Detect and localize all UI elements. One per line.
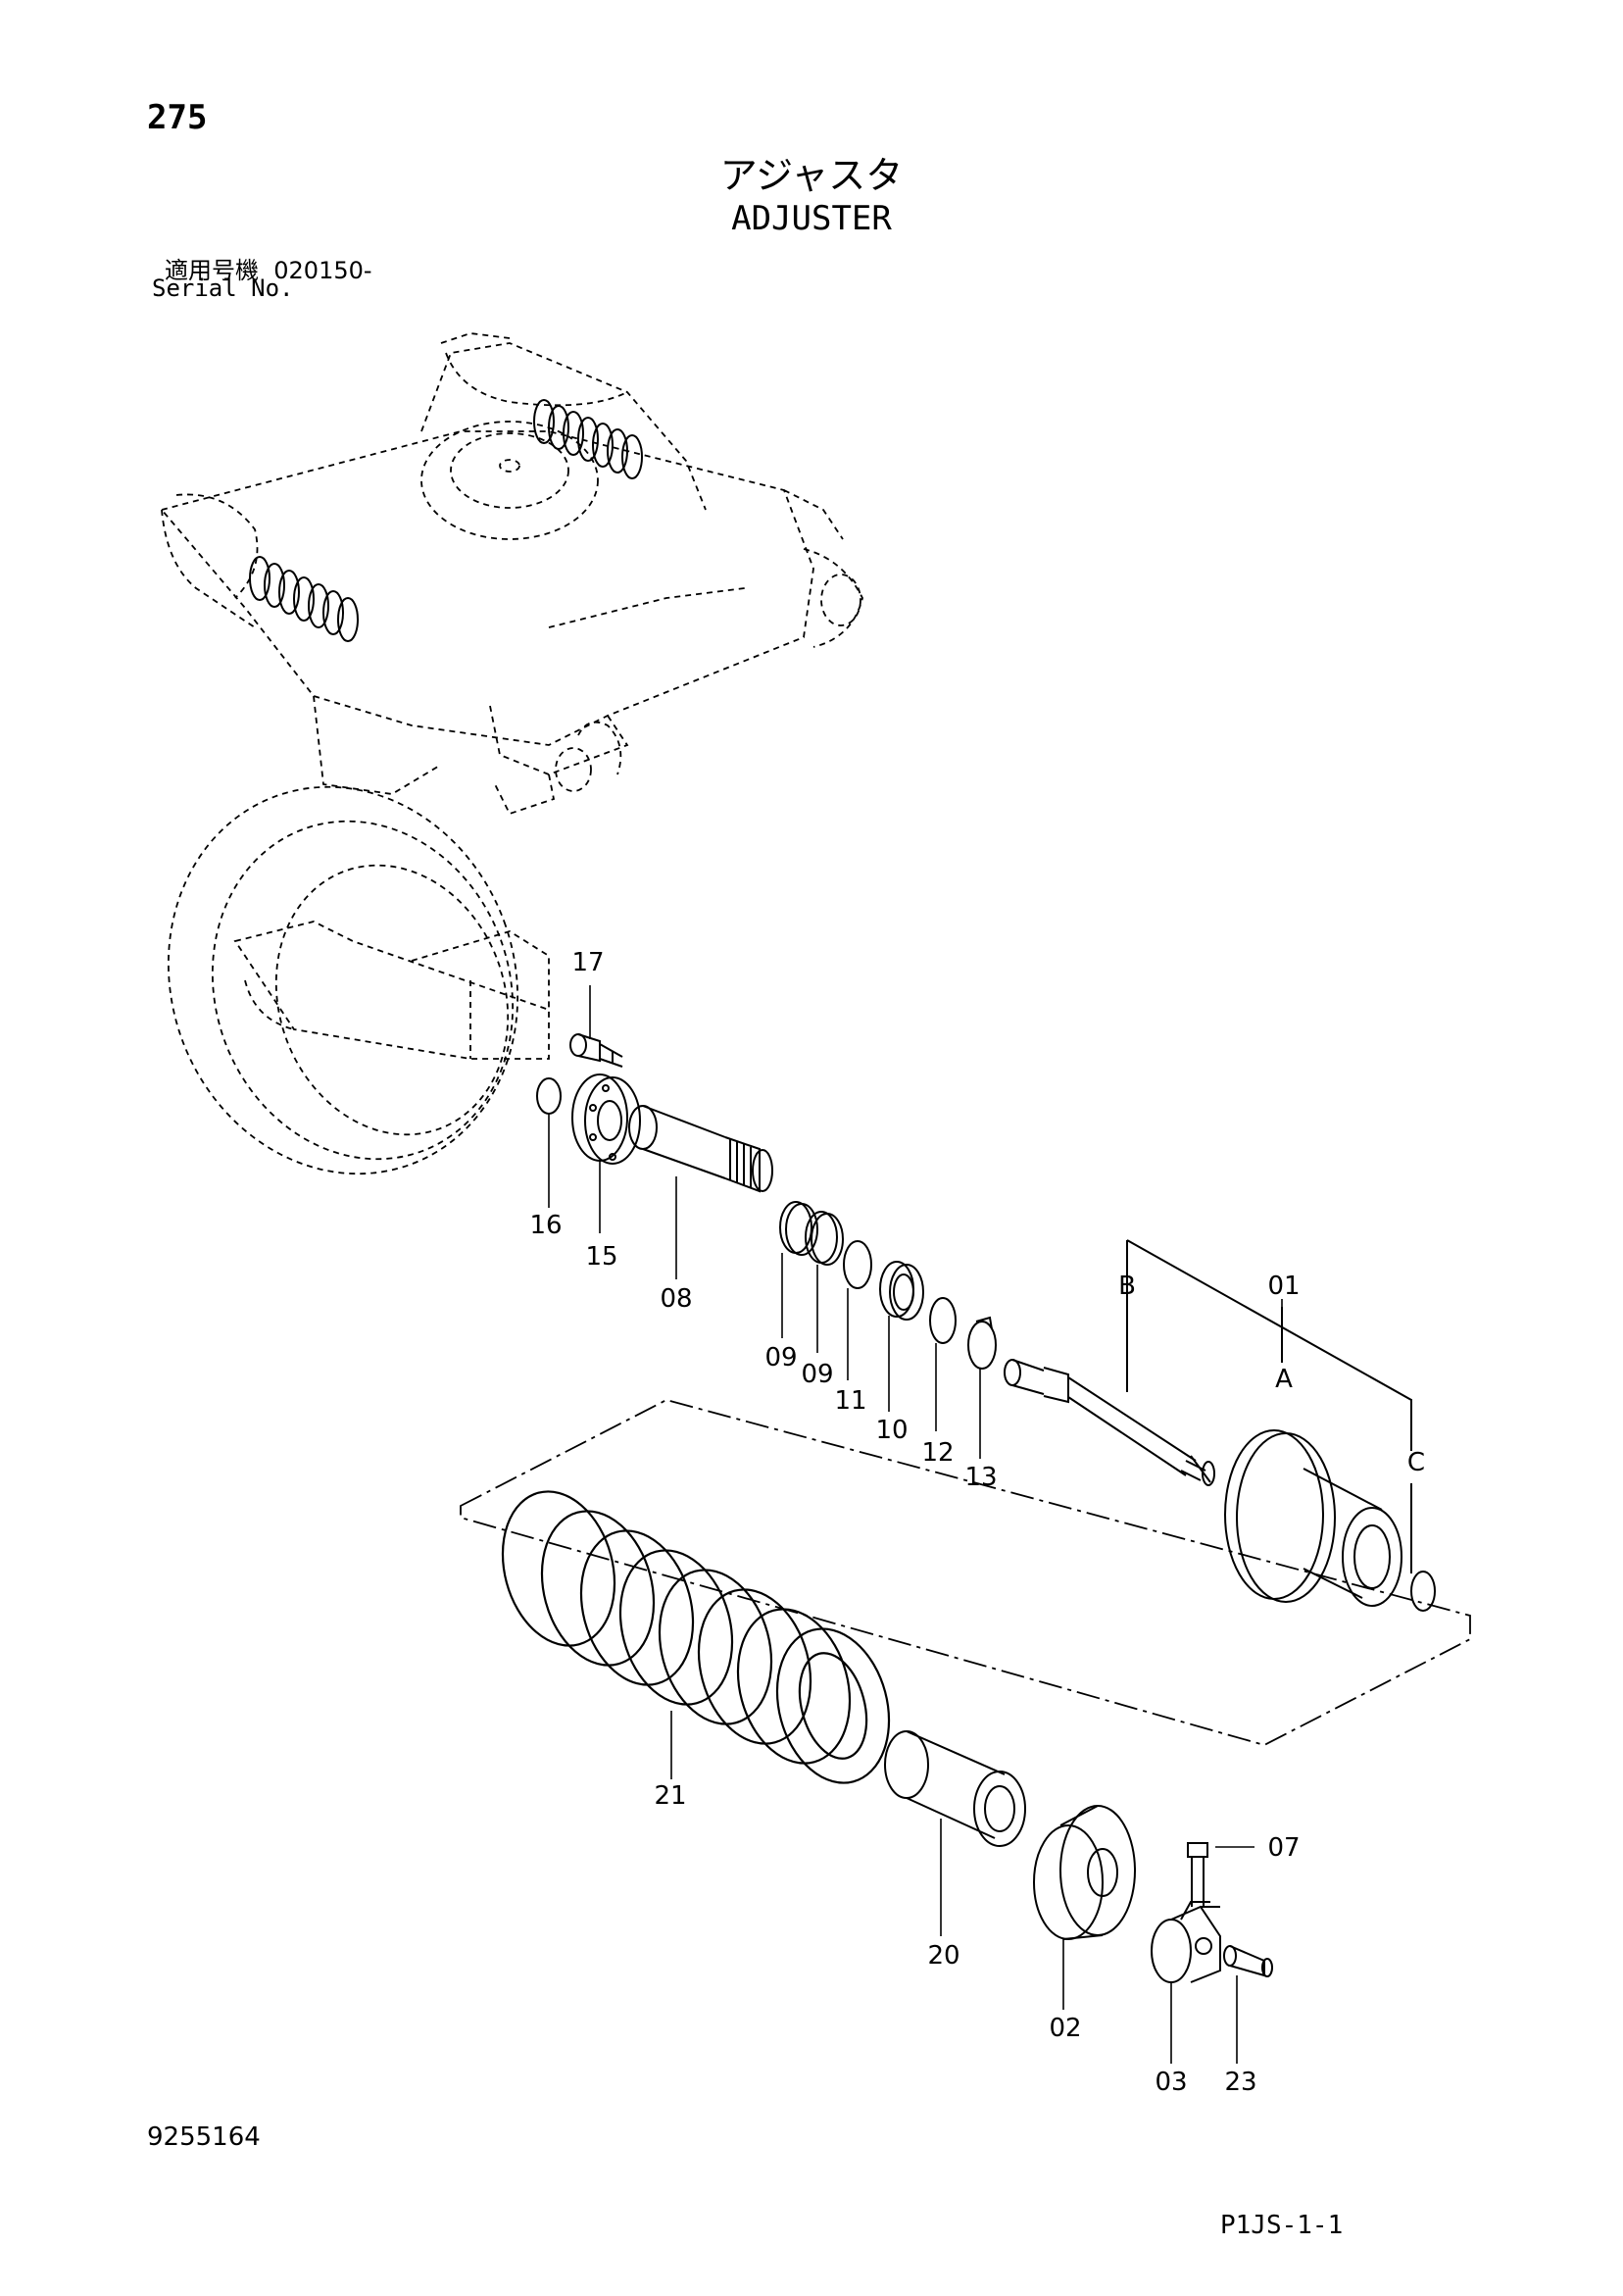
assembly-boundary-box: [460, 1399, 1471, 1746]
document-number: 9255164: [147, 2122, 261, 2152]
callout-11: 11: [834, 1386, 866, 1416]
part-fitting-23: [1223, 1945, 1273, 1977]
callout-20: 20: [927, 1941, 959, 1971]
part-cylinder-a: [1224, 1429, 1402, 1607]
callout-a: A: [1275, 1365, 1293, 1394]
callout-15: 15: [585, 1242, 617, 1272]
callout-16: 16: [529, 1211, 562, 1240]
sheet-code: P1JS-1-1: [1220, 2211, 1344, 2240]
serial-label-japanese: 適用号機: [165, 257, 259, 284]
part-snap-ring-09b: [805, 1211, 844, 1266]
serial-label-english: Serial No.: [152, 275, 294, 302]
part-bolt-07: [1187, 1842, 1208, 1907]
callout-09a: 09: [764, 1343, 797, 1373]
part-snap-ring-09a: [779, 1201, 818, 1256]
callout-08: 08: [660, 1284, 692, 1314]
frame-spring-lower: [249, 556, 359, 642]
callout-21: 21: [654, 1781, 686, 1811]
callout-12: 12: [921, 1438, 954, 1468]
serial-value: 020150-: [273, 257, 372, 284]
track-frame-illustration: [160, 332, 863, 816]
callout-03: 03: [1155, 2068, 1187, 2097]
part-o-ring-16: [536, 1077, 562, 1115]
part-bolt-17: [569, 1033, 623, 1068]
callout-01: 01: [1267, 1272, 1300, 1301]
callout-c: C: [1407, 1448, 1425, 1477]
part-spring-seat-02: [1033, 1805, 1136, 1940]
page-number: 275: [147, 98, 208, 137]
callout-17: 17: [571, 948, 604, 977]
part-spring-21: [501, 1490, 891, 1784]
title-english: ADJUSTER: [731, 199, 892, 238]
leader-lines: [548, 985, 1283, 2064]
callout-02: 02: [1049, 2014, 1081, 2043]
part-sleeve-20: [884, 1730, 1026, 1847]
part-cylinder-08: [628, 1105, 773, 1193]
part-o-ring-c: [1410, 1571, 1436, 1612]
callout-07: 07: [1267, 1833, 1300, 1863]
callout-13: 13: [964, 1463, 997, 1492]
callout-23: 23: [1224, 2068, 1256, 2097]
part-rod-b: [1004, 1359, 1215, 1486]
title-japanese: アジャスタ: [719, 154, 904, 197]
frame-spring-upper: [533, 399, 643, 479]
part-seal-10: [879, 1261, 924, 1321]
part-block-03: [1151, 1901, 1221, 1983]
serial-line-japanese: 適用号機 020150-: [165, 251, 372, 285]
part-snap-ring-13: [967, 1316, 997, 1370]
callout-09b: 09: [801, 1360, 833, 1389]
idler-wheel-illustration: [167, 785, 550, 1175]
callout-10: 10: [875, 1416, 908, 1445]
callout-b: B: [1118, 1272, 1136, 1301]
part-ring-12: [929, 1297, 957, 1344]
part-ring-11: [843, 1240, 872, 1289]
